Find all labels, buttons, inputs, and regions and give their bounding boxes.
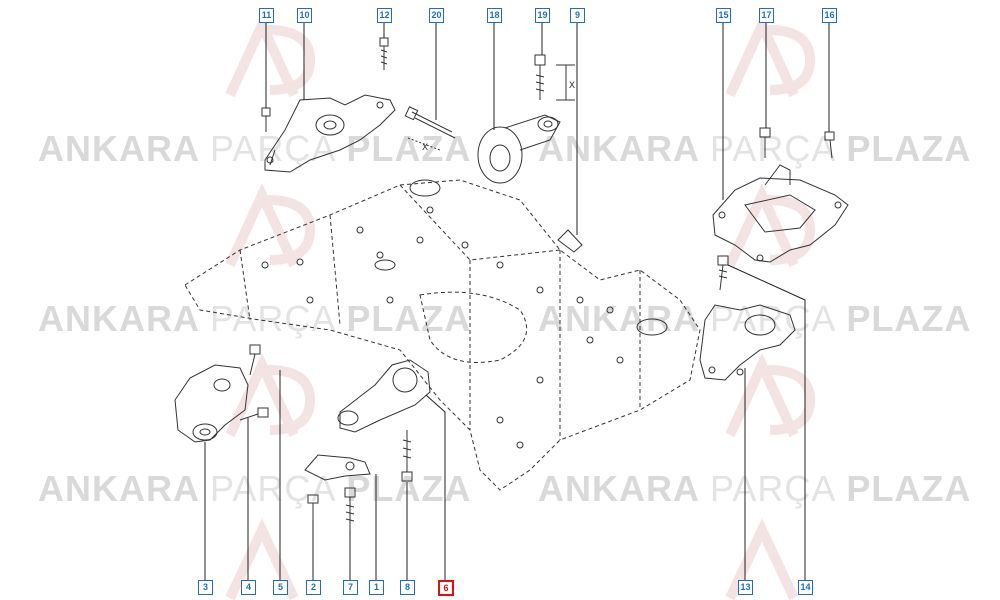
bolt-16: [824, 131, 835, 159]
front-strut-mount: [409, 179, 441, 197]
clip-9: [557, 229, 583, 253]
bolt-20: [404, 106, 456, 151]
bolt-8: [401, 430, 413, 482]
engine-mount-3: [174, 364, 249, 443]
callout-13[interactable]: 13: [738, 580, 753, 595]
callout-5[interactable]: 5: [273, 580, 288, 595]
callout-10[interactable]: 10: [297, 8, 312, 23]
lower-bracket-13: [699, 304, 796, 381]
callout-15[interactable]: 15: [716, 8, 731, 23]
callout-18[interactable]: 18: [487, 8, 502, 23]
callout-12[interactable]: 12: [377, 8, 392, 23]
bolt-5: [249, 344, 261, 376]
callout-19[interactable]: 19: [535, 8, 550, 23]
callout-4[interactable]: 4: [241, 580, 256, 595]
callout-16[interactable]: 16: [822, 8, 837, 23]
callout-7[interactable]: 7: [343, 580, 358, 595]
bolt-2: [307, 494, 319, 520]
dimension-label-x: X: [422, 142, 429, 152]
bolt-4: [239, 407, 269, 421]
bolt-7: [344, 487, 356, 530]
callout-17[interactable]: 17: [759, 8, 774, 23]
torque-rod-18: [477, 114, 561, 184]
bolt-14: [717, 255, 729, 291]
bolt-12: [379, 37, 389, 70]
engine-mount-bracket-10: [264, 94, 396, 173]
callout-20[interactable]: 20: [429, 8, 444, 23]
callout-8[interactable]: 8: [400, 580, 415, 595]
leader-lines: [204, 22, 830, 581]
bolt-19: [534, 54, 575, 101]
bracket-1: [304, 454, 371, 481]
gearbox-mount-15: [712, 164, 849, 263]
callout-14[interactable]: 14: [798, 580, 813, 595]
callout-3[interactable]: 3: [198, 580, 213, 595]
subframe-holes: [261, 206, 624, 449]
dimension-label-x: X: [569, 80, 576, 90]
bolt-17: [759, 127, 771, 158]
rear-strut-mount: [636, 318, 668, 336]
bolt-11: [261, 107, 271, 132]
callout-11[interactable]: 11: [259, 8, 274, 23]
callout-9[interactable]: 9: [570, 8, 585, 23]
callout-6-highlighted[interactable]: 6: [438, 580, 454, 596]
lower-torque-rod-6: [337, 359, 431, 433]
callout-2[interactable]: 2: [306, 580, 321, 595]
subframe: [184, 179, 701, 491]
callout-1[interactable]: 1: [369, 580, 384, 595]
